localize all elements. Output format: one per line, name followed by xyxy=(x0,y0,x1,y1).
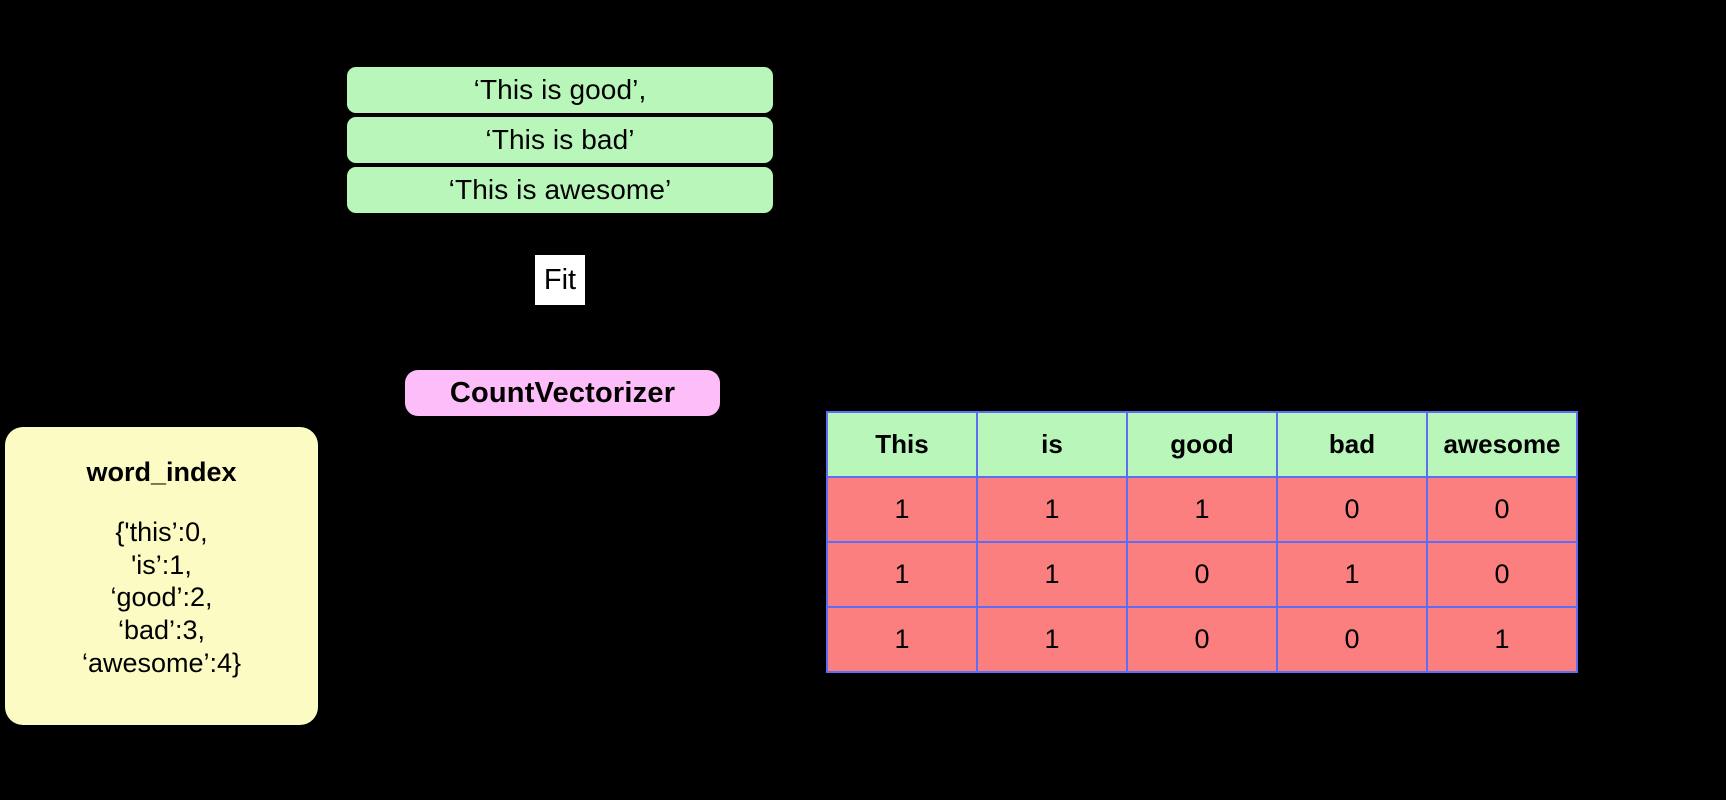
matrix-row: 1 1 0 0 1 xyxy=(826,606,1578,673)
corpus-sentence-1: ‘This is good’, xyxy=(347,67,773,113)
matrix-cell: 1 xyxy=(826,606,978,673)
matrix-cell: 0 xyxy=(1426,476,1578,543)
matrix-row: 1 1 1 0 0 xyxy=(826,476,1578,543)
word-index-title: word_index xyxy=(86,457,237,487)
word-index-line-5: ‘awesome’:4} xyxy=(81,647,242,678)
matrix-cell: 1 xyxy=(1426,606,1578,673)
matrix-cell: 1 xyxy=(826,476,978,543)
matrix-cell: 0 xyxy=(1276,476,1428,543)
matrix-cell: 0 xyxy=(1276,606,1428,673)
corpus-sentence-3-label: ‘This is awesome’ xyxy=(448,174,672,205)
countvectorizer-node: CountVectorizer xyxy=(405,370,720,416)
matrix-cell: 1 xyxy=(1276,541,1428,608)
corpus-sentence-2-label: ‘This is bad’ xyxy=(485,124,635,155)
fit-step-text: Fit xyxy=(543,263,577,296)
corpus-sentence-list: ‘This is good’, ‘This is bad’ ‘This is a… xyxy=(347,67,773,217)
word-index-line-1: {'this’:0, xyxy=(115,517,208,547)
word-index-dictionary: {'this’:0, 'is’:1, ‘good’:2, ‘bad’:3, ‘a… xyxy=(82,516,241,679)
matrix-row: 1 1 0 1 0 xyxy=(826,541,1578,608)
matrix-header-this: This xyxy=(826,411,978,478)
count-matrix-table: This is good bad awesome 1 1 1 0 0 1 1 0… xyxy=(826,411,1578,673)
corpus-sentence-3: ‘This is awesome’ xyxy=(347,167,773,213)
countvectorizer-label: CountVectorizer xyxy=(449,376,676,409)
fit-step-label: Fit xyxy=(535,255,585,305)
matrix-cell: 0 xyxy=(1426,541,1578,608)
word-index-card: word_index {'this’:0, 'is’:1, ‘good’:2, … xyxy=(5,427,318,725)
word-index-line-2: 'is’:1, xyxy=(131,549,192,580)
matrix-header-row: This is good bad awesome xyxy=(826,411,1578,478)
matrix-cell: 1 xyxy=(976,476,1128,543)
matrix-cell: 1 xyxy=(976,541,1128,608)
matrix-cell: 0 xyxy=(1126,606,1278,673)
matrix-cell: 1 xyxy=(1126,476,1278,543)
corpus-sentence-2: ‘This is bad’ xyxy=(347,117,773,163)
matrix-header-good: good xyxy=(1126,411,1278,478)
matrix-header-is: is xyxy=(976,411,1128,478)
matrix-cell: 1 xyxy=(826,541,978,608)
corpus-sentence-1-label: ‘This is good’, xyxy=(473,74,647,105)
word-index-line-3: ‘good’:2, xyxy=(110,582,213,613)
matrix-cell: 0 xyxy=(1126,541,1278,608)
matrix-cell: 1 xyxy=(976,606,1128,673)
matrix-header-awesome: awesome xyxy=(1426,411,1578,478)
word-index-line-4: ‘bad’:3, xyxy=(117,614,206,645)
matrix-header-bad: bad xyxy=(1276,411,1428,478)
